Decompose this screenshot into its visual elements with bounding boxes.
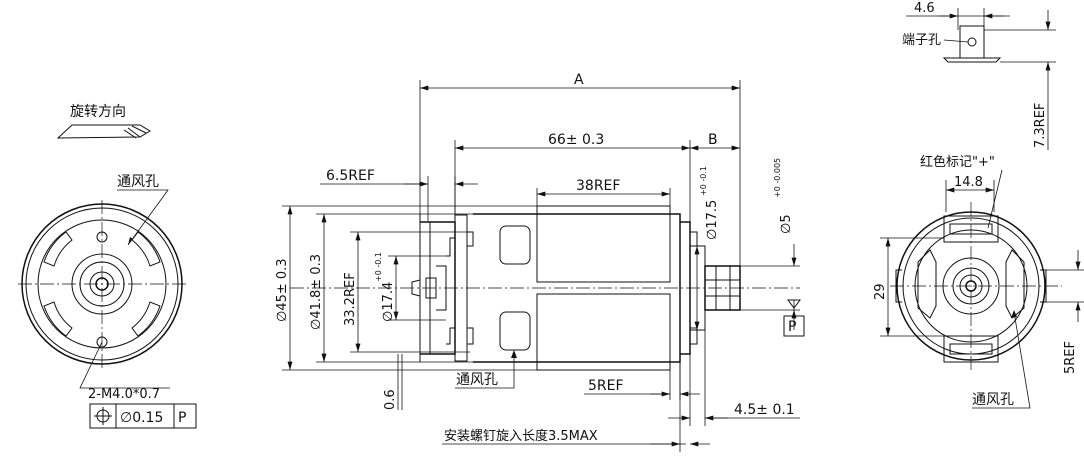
side-vent-window-bottom xyxy=(499,311,531,351)
datum-p-box xyxy=(783,315,805,337)
position-tolerance-icon xyxy=(94,407,112,425)
dimension-B: B xyxy=(708,132,718,148)
tolerance-frame xyxy=(89,403,197,429)
output-shaft xyxy=(704,265,741,311)
dimension-d17-5: ∅17.5 xyxy=(705,200,720,240)
front-view: 旋转方向 通风孔 2-M4.0*0.7 xyxy=(18,104,197,429)
dimension-29: 29 xyxy=(873,283,888,300)
screw-spec: 2-M4.0*0.7 xyxy=(88,387,160,402)
terminal-hole-label: 端子孔 xyxy=(902,33,941,48)
tolerance-datum: P xyxy=(178,410,186,426)
dimension-d17-5-tol: +0 -0.1 xyxy=(699,166,708,196)
dimension-d41-8: ∅41.8± 0.3 xyxy=(309,254,324,330)
side-vent-label: 通风孔 xyxy=(456,372,498,388)
dimension-rear-5ref: 5REF xyxy=(1063,341,1078,374)
dimension-6-5ref: 6.5REF xyxy=(326,168,375,184)
terminal-hole-icon xyxy=(967,37,977,47)
dimension-4-6: 4.6 xyxy=(914,1,935,16)
front-vent-label: 通风孔 xyxy=(117,174,159,190)
motor-can xyxy=(473,213,681,363)
dimension-66: 66± 0.3 xyxy=(548,132,604,148)
dimension-A: A xyxy=(574,72,584,88)
dimension-d17-4-tol: +0 -0.1 xyxy=(374,252,383,282)
dimension-38ref: 38REF xyxy=(576,178,620,194)
side-vent-window-top xyxy=(499,225,531,265)
dimension-d45: ∅45± 0.3 xyxy=(275,258,290,322)
front-vent-slots xyxy=(43,231,161,337)
side-view: A 66± 0.3 B 6.5REF 38REF ∅17.5 +0 -0.1 ∅… xyxy=(275,72,805,452)
rear-vent-label: 通风孔 xyxy=(972,392,1014,408)
screw-install-note: 安装螺钉旋入长度3.5MAX xyxy=(444,428,598,444)
dimension-7-3ref: 7.3REF xyxy=(1033,103,1048,148)
red-marker-label: 红色标记"+" xyxy=(920,154,995,170)
rear-view: 红色标记"+" 14.8 29 5REF xyxy=(873,154,1084,409)
dimension-33-2ref: 33.2REF xyxy=(343,272,358,326)
screw-hole-top xyxy=(96,231,108,243)
terminal-detail: 4.6 端子孔 7.3REF xyxy=(902,1,1056,150)
datum-p-label: P xyxy=(788,319,796,335)
dimension-d5-tol: +0 -0.005 xyxy=(773,158,782,198)
dimension-4-5: 4.5± 0.1 xyxy=(734,402,795,418)
screw-hole-bottom xyxy=(96,336,108,348)
rotation-arrow-icon xyxy=(56,124,151,139)
tolerance-value: ∅0.15 xyxy=(120,410,163,426)
dimension-d17-4: ∅17.4 xyxy=(381,282,396,322)
rotation-direction-label: 旋转方向 xyxy=(70,104,126,120)
dimension-d5: ∅5 xyxy=(779,214,794,234)
dimension-5ref: 5REF xyxy=(588,378,624,394)
dimension-0-6: 0.6 xyxy=(383,389,398,410)
dimension-14-8: 14.8 xyxy=(954,175,983,190)
